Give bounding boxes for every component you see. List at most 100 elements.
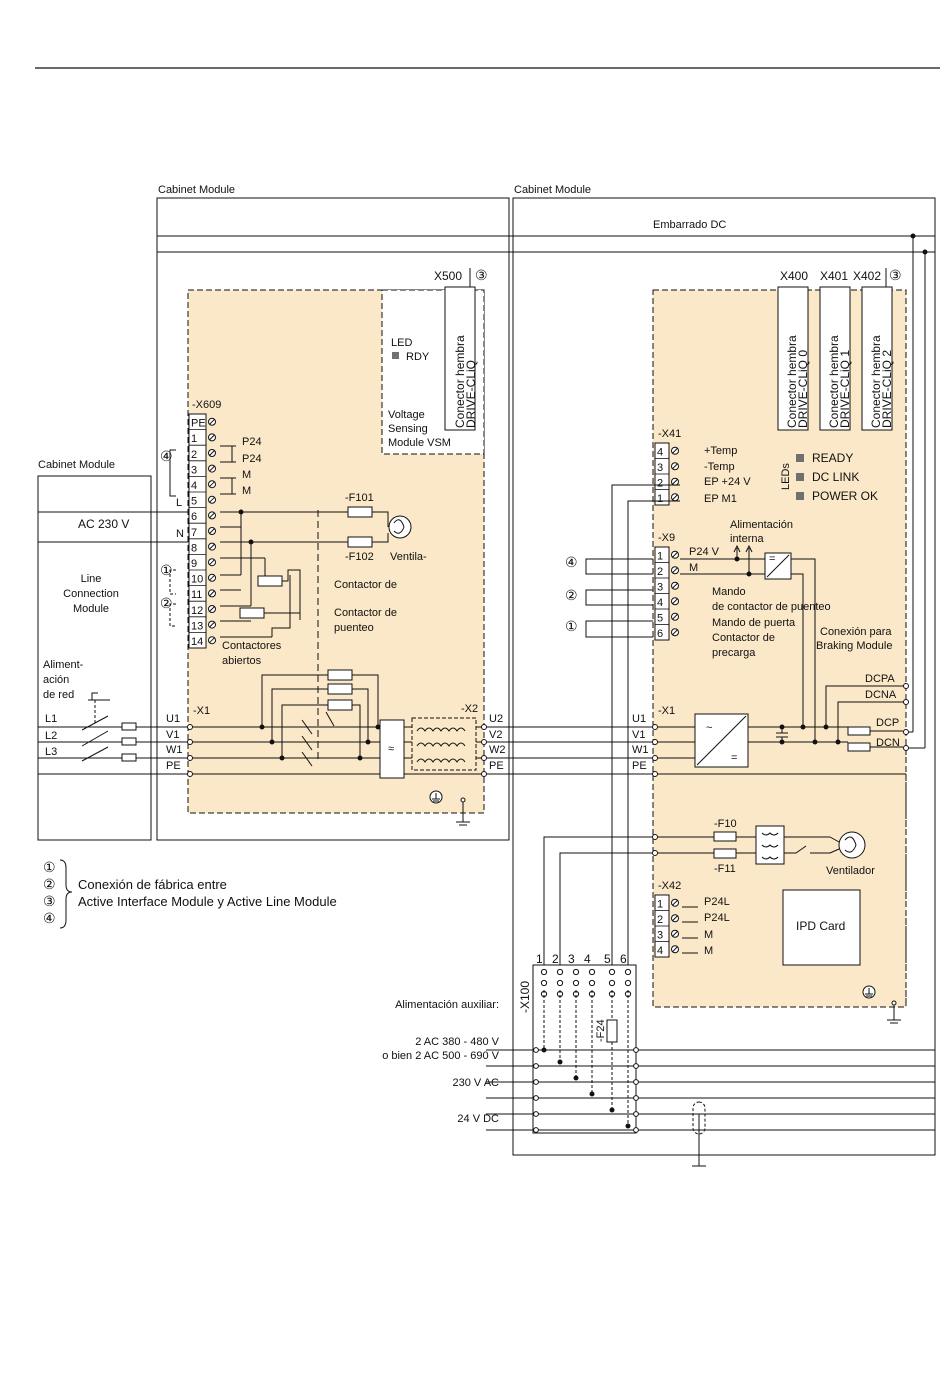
- control-1: Mando: [712, 586, 746, 598]
- x1-right-pe: PE: [632, 760, 647, 772]
- terminal-number: 4: [657, 597, 663, 609]
- terminal-number: 2: [191, 449, 197, 461]
- x1-right-v1: V1: [632, 729, 645, 741]
- dc-busbar-label: Embarrado DC: [653, 219, 726, 231]
- x100-terminal-number: 1: [536, 952, 543, 966]
- x609-l: L: [176, 497, 182, 509]
- terminal-number: 9: [191, 558, 197, 570]
- x9-p24v: P24 V: [689, 546, 720, 558]
- screw-icon: [624, 979, 632, 987]
- bus-terminal: [633, 1111, 639, 1117]
- x1-right-u1: U1: [632, 713, 646, 725]
- terminal-number: 4: [191, 480, 197, 492]
- terminal-number: 2: [657, 566, 663, 578]
- line-connection-module-label-3: Module: [73, 603, 109, 615]
- screw-slot: [209, 559, 215, 566]
- x100-block: [532, 964, 637, 1134]
- terminal-number: 7: [191, 527, 197, 539]
- x2-w2: W2: [489, 744, 506, 756]
- phase-l3: L3: [45, 746, 57, 758]
- x609-label: -X609: [192, 399, 221, 411]
- bus-terminal: [633, 1063, 639, 1069]
- drive-cliq-1-text-1: Conector hembra: [827, 335, 841, 428]
- vsm-led-label: LED: [391, 337, 412, 349]
- screw-slot: [672, 478, 678, 485]
- terminal-number: 4: [657, 447, 663, 459]
- screw-slot: [672, 567, 678, 574]
- contactors-open-2: abiertos: [222, 655, 262, 667]
- mains-label-1: Aliment-: [43, 659, 84, 671]
- x9-circled-2: ②: [565, 587, 578, 603]
- dcna-label: DCNA: [865, 689, 897, 701]
- line-connection-module-label: Line: [81, 573, 102, 585]
- x41-label-epm1: EP M1: [704, 493, 737, 505]
- legend-line-2: Active Interface Module y Active Line Mo…: [78, 894, 337, 909]
- supply-2: o bien 2 AC 500 - 690 V: [382, 1050, 499, 1062]
- ac-input-label: AC 230 V: [78, 517, 129, 531]
- terminal-number: 6: [657, 628, 663, 640]
- control-2: de contactor de puenteo: [712, 601, 831, 613]
- x41-label-temp-minus: -Temp: [704, 461, 735, 473]
- x9-circled-4: ④: [565, 554, 578, 570]
- internal-supply-1: Alimentación: [730, 519, 793, 531]
- x100-terminal-number: 6: [620, 952, 627, 966]
- x100-terminal-number: 2: [552, 952, 559, 966]
- x609-circled-4: ④: [160, 448, 173, 464]
- cabinet-right-label: Cabinet Module: [38, 459, 115, 471]
- screw-slot: [672, 551, 678, 558]
- x100-wiring: [486, 990, 935, 1167]
- contactors-open-1: Contactores: [222, 640, 282, 652]
- terminal-number: 13: [191, 620, 203, 632]
- x100-terminal-number: 3: [568, 952, 575, 966]
- bus-terminal: [633, 1079, 639, 1085]
- terminal-number: 5: [657, 613, 663, 625]
- bus-terminal: [533, 1095, 539, 1101]
- internal-psu-icon: =: [769, 553, 775, 565]
- x100-bus-dots: [533, 1047, 639, 1133]
- screw-slot: [209, 528, 215, 534]
- x42-p24l-a: P24L: [704, 896, 730, 908]
- bus-terminal: [533, 1111, 539, 1117]
- x41-label-ep24: EP +24 V: [704, 476, 751, 488]
- dcp-label: DCP: [876, 717, 899, 729]
- x42-p24l-b: P24L: [704, 912, 730, 924]
- x609-n: N: [176, 528, 184, 540]
- control-3: Mando de puerta: [712, 617, 796, 629]
- x1-right-label: -X1: [658, 705, 675, 717]
- fuse-f24: -F24: [595, 1019, 607, 1042]
- x609-p24-b: P24: [242, 453, 262, 465]
- screw-slot: [672, 915, 678, 922]
- alm-power-path: [652, 713, 907, 1024]
- bus-terminal: [633, 1095, 639, 1101]
- screw-icon: [608, 979, 616, 987]
- left-power-path: [187, 669, 655, 826]
- vsm-connector: [444, 286, 476, 431]
- screw-slot: [672, 946, 678, 953]
- line-connection-module-label-2: Connection: [63, 588, 119, 600]
- screw-icon: [588, 979, 596, 987]
- bus-terminal: [533, 1079, 539, 1085]
- contactor-label-3: puenteo: [334, 622, 374, 634]
- vsm-connector-text-1: Conector hembra: [453, 335, 467, 428]
- aux-supply-label: Alimentación auxiliar:: [395, 999, 499, 1011]
- x2-u2: U2: [489, 713, 503, 725]
- x402-label: X402: [853, 269, 881, 283]
- x42-m-b: M: [704, 945, 713, 957]
- terminal-number: 14: [191, 636, 203, 648]
- terminal-number: 3: [657, 582, 663, 594]
- mains-label-3: de red: [43, 689, 74, 701]
- drive-cliq-2: [861, 286, 893, 431]
- ipd-card-label: IPD Card: [796, 919, 845, 933]
- busbar-taps: [910, 233, 928, 748]
- x1-left-pe: PE: [166, 760, 181, 772]
- x9-label: -X9: [658, 532, 675, 544]
- vsm-module-1: Voltage: [388, 409, 425, 421]
- mains-label-2: ación: [43, 674, 69, 686]
- led-dc-link: [796, 473, 804, 481]
- drive-cliq-1: [819, 286, 851, 431]
- cabinet-middle-label: Cabinet Module: [514, 184, 591, 196]
- supply-1: 2 AC 380 - 480 V: [415, 1036, 499, 1048]
- screw-slot: [209, 512, 215, 519]
- x42-m-a: M: [704, 929, 713, 941]
